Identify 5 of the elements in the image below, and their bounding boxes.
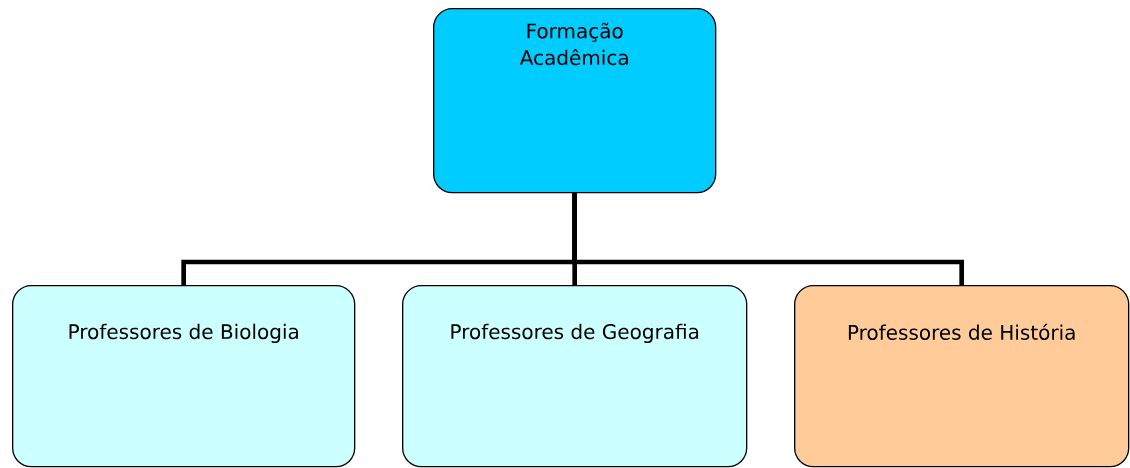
category-box: Professores de Geografia	[402, 285, 748, 468]
connector-line	[572, 193, 964, 285]
category-box: Professores de História	[794, 285, 1130, 468]
category-box: Professores de Biologia	[12, 285, 356, 468]
root-box: Formação Acadêmica	[433, 8, 717, 194]
